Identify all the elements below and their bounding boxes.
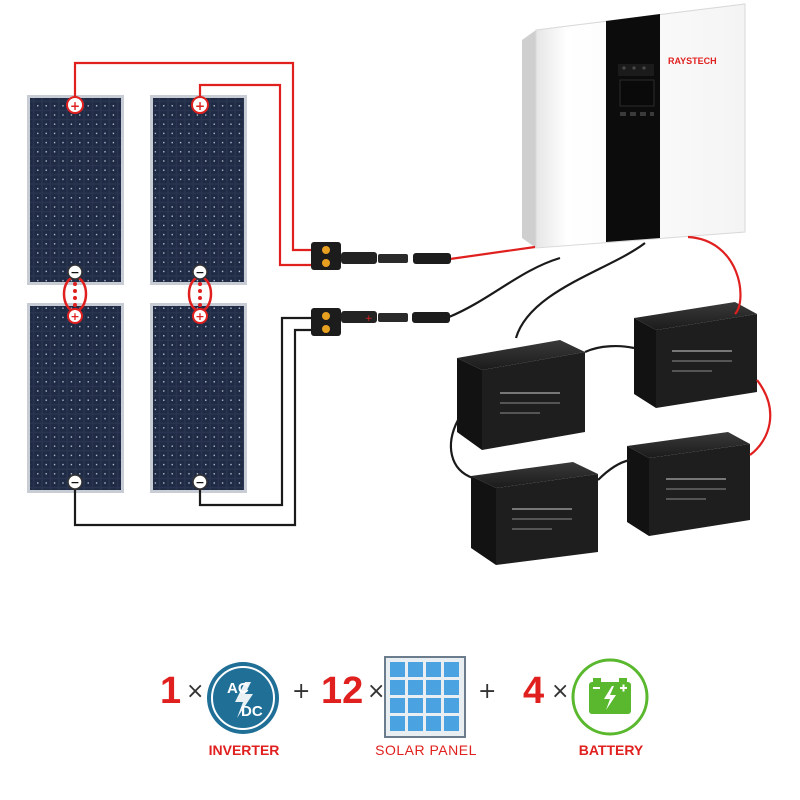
battery-1 [457,340,585,450]
mc4-branch-connector-positive [311,242,451,270]
svg-text:+: + [195,99,205,113]
inverter-count: 1 [160,670,182,712]
solar-panel-times-sign: × [367,679,386,704]
battery-3 [471,462,598,565]
ac-label: AC [227,680,249,697]
solar-panel-top-right [150,95,247,285]
ac-dc-inverter-icon: AC DC [207,662,279,734]
series-jumper-dots [73,282,202,307]
svg-text:−: − [70,266,79,279]
solar-panel-bottom-right [150,303,247,493]
dc-label: DC [241,703,263,720]
solar-panel-bottom-left [27,303,124,493]
battery-4 [627,432,750,536]
svg-text:−: − [195,266,204,279]
plus-sign-2: + [478,679,497,704]
terminal-positive-br: + [192,308,208,324]
solar-panel-top-left [27,95,124,285]
terminal-positive-tr: + [191,96,209,114]
terminal-negative-tr: − [192,264,208,280]
battery-label: BATTERY [578,742,644,758]
inverter-label: INVERTER [208,742,280,758]
plus-sign-1: + [292,679,311,704]
terminal-negative-br: − [192,474,208,490]
terminal-positive-bl: + [67,308,83,324]
svg-text:+: + [365,314,373,324]
svg-text:+: + [70,99,80,113]
terminal-negative-tl: − [67,264,83,280]
battery-icon [571,658,649,736]
terminal-positive-tl: + [66,96,84,114]
battery-2 [634,302,757,408]
terminal-negative-bl: − [67,474,83,490]
svg-text:+: + [195,310,204,323]
inverter: RAYSTECH [522,3,746,249]
solar-panel-icon [384,656,466,738]
mc4-branch-connector-negative: + [311,308,450,336]
inverter-brand: RAYSTECH [668,56,717,66]
terminal-markers: + + − − + + − − [66,96,209,490]
svg-text:+: + [70,310,79,323]
inverter-times-sign: × [186,679,205,704]
solar-panel-count: 12 [321,670,364,712]
battery-count: 4 [523,670,545,712]
positive-wiring [73,61,772,456]
negative-wiring [73,242,646,527]
battery-times-sign: × [551,679,570,704]
inverter-buttons [620,112,654,116]
svg-text:−: − [70,476,79,489]
solar-panel-label: SOLAR PANEL [375,742,477,758]
svg-text:−: − [195,476,204,489]
